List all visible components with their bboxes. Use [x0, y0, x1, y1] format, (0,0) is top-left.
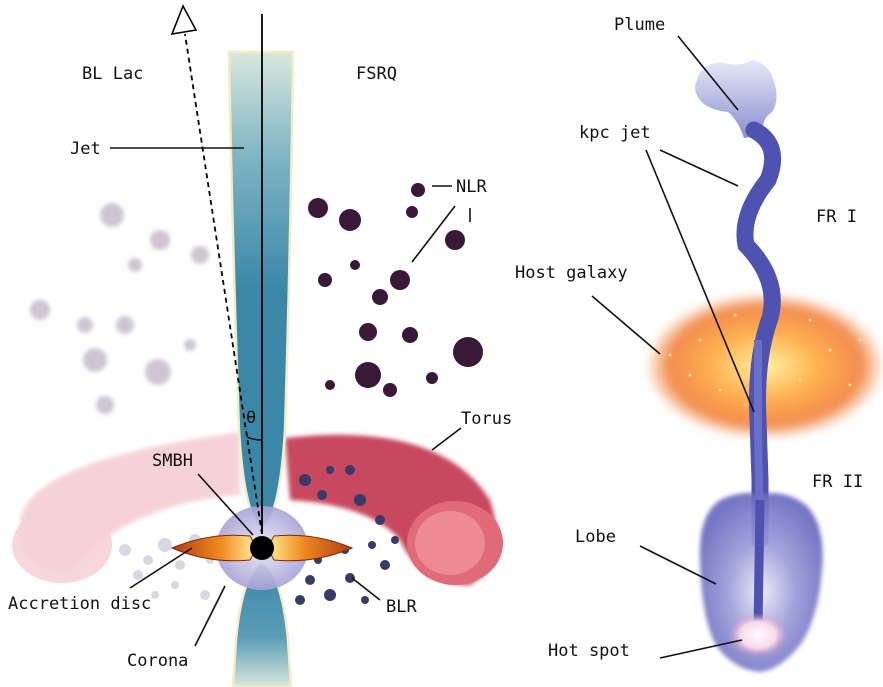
hot-spot-label: Hot spot	[548, 641, 630, 661]
hot-spot	[728, 613, 788, 657]
plume-label: Plume	[614, 15, 665, 35]
jet-label: Jet	[70, 139, 101, 159]
blr-label: BLR	[386, 597, 417, 617]
line-of-sight-arrowhead	[172, 6, 196, 34]
smbh-label: SMBH	[152, 451, 193, 471]
host-galaxy-leader	[592, 296, 660, 354]
bl-lac-label: BL Lac	[82, 64, 143, 84]
nlr-clouds-bllac	[30, 203, 209, 414]
smbh	[250, 536, 274, 560]
nlr-label: NLR	[456, 177, 487, 197]
fr2-label: FR II	[812, 472, 863, 492]
fr1-label: FR I	[816, 207, 857, 227]
lobe-inner-jet	[758, 500, 760, 630]
nlr-clouds-fsrq	[308, 183, 483, 397]
kpc-jet-leader-a	[660, 150, 738, 186]
torus-label: Torus	[461, 409, 512, 429]
host-galaxy-label: Host galaxy	[515, 263, 628, 283]
accretion-disc-label: Accretion disc	[8, 594, 151, 614]
torus-leader	[432, 428, 461, 450]
torus-left-arm	[12, 432, 240, 583]
kpc-jet-label: kpc jet	[579, 123, 651, 143]
fsrq-label: FSRQ	[356, 64, 397, 84]
lobe-label: Lobe	[575, 527, 616, 547]
theta-label: θ	[246, 408, 256, 428]
corona-label: Corona	[127, 651, 188, 671]
